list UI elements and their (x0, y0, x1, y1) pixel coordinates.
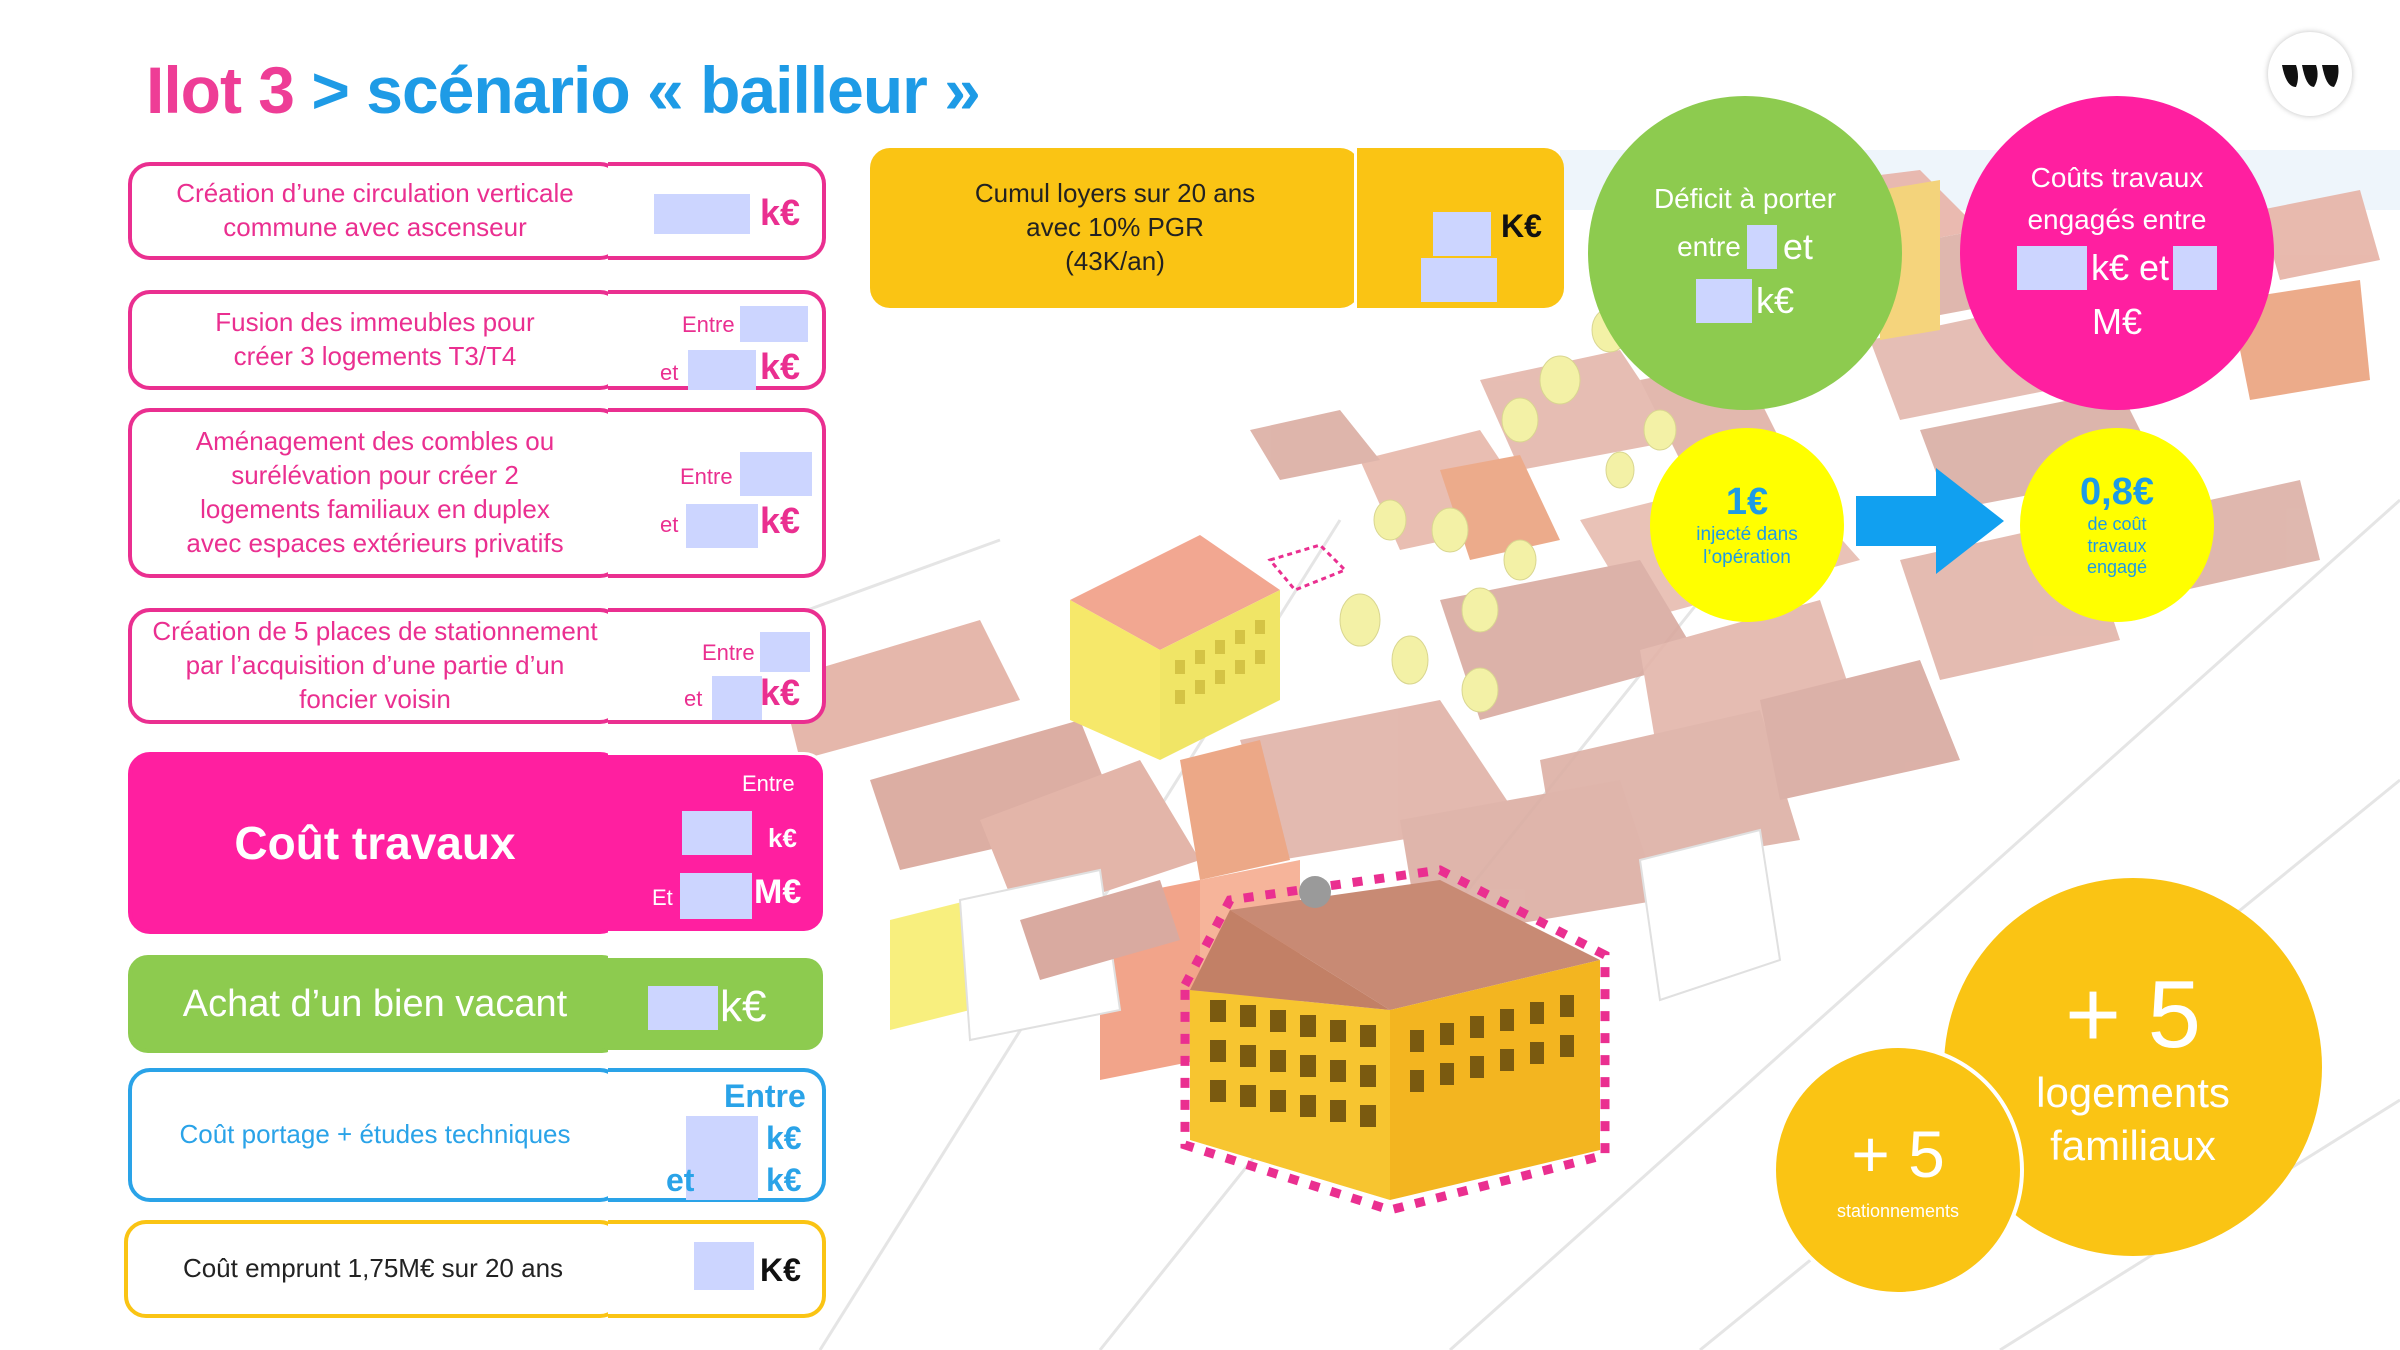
value-placeholder (686, 504, 758, 548)
item-label: Création d’une circulation verticale com… (176, 178, 574, 242)
value-placeholder (1421, 258, 1497, 302)
between-label: Entre (680, 464, 733, 489)
portage-cost: Entre k€ et k€ (608, 1068, 826, 1202)
couts-line1: Coûts travaux (2030, 162, 2204, 193)
deficit-circle: Déficit à porter entre et k€ (1588, 96, 1902, 410)
unit-label: K€ (760, 1252, 801, 1288)
and-label: Et (652, 885, 673, 910)
ratio-right-value: 0,8€ (2080, 471, 2154, 514)
loyers-line2: avec 10% PGR (1026, 212, 1204, 243)
unit-label: k€ (720, 982, 767, 1031)
portage-label: Coût portage + études techniques (179, 1119, 571, 1150)
title-part2: > scénario « bailleur » (294, 53, 981, 127)
cout-travaux-box: Coût travaux (128, 752, 622, 934)
title-part1: Ilot 3 (146, 53, 295, 127)
between-label: Entre (702, 640, 755, 665)
item-stationnement-cost: Entre et k€ (608, 608, 826, 724)
deficit-between: entre (1677, 231, 1741, 262)
couts-unit1: k€ et (2090, 247, 2170, 288)
couts-line2: engagés entre (2027, 204, 2207, 235)
between-label: Entre (682, 312, 735, 337)
value-placeholder (688, 350, 756, 390)
item-amenagement-combles: Aménagement des combles ou surélévation … (128, 408, 622, 578)
value-placeholder (686, 1116, 758, 1200)
value-placeholder (1695, 279, 1752, 323)
item-stationnement: Création de 5 places de stationnement pa… (128, 608, 622, 724)
logements-label: logements familiaux (2036, 1069, 2230, 1169)
value-placeholder (694, 1242, 754, 1290)
item-label: Création de 5 places de stationnement pa… (152, 616, 598, 714)
brand-logo (2268, 32, 2352, 116)
between-label: Entre (724, 1078, 806, 1114)
deficit-line1: Déficit à porter (1653, 183, 1837, 214)
ratio-right-circle: 0,8€ de coût travaux engagé (2020, 428, 2214, 622)
unit-label: k€ (766, 1120, 802, 1156)
page-title: Ilot 3 > scénario « bailleur » (146, 52, 981, 128)
loyers-line3: (43K/an) (1065, 245, 1165, 276)
value-placeholder (760, 632, 810, 672)
value-placeholder (712, 676, 762, 720)
value-placeholder (2173, 246, 2218, 290)
item-fusion-immeubles: Fusion des immeubles pour créer 3 logeme… (128, 290, 622, 390)
and-label: et (660, 512, 679, 537)
loyers-cost: K€ (1354, 148, 1564, 308)
loyers-line1: Cumul loyers sur 20 ans (974, 178, 1256, 209)
deficit-and: et (1782, 226, 1813, 267)
value-placeholder (680, 873, 752, 919)
cout-travaux-cost: Entre k€ Et M€ (608, 752, 826, 934)
achat-cost: k€ (608, 955, 826, 1053)
arrow-right-icon (1856, 468, 2004, 574)
stationnements-label: stationnements (1836, 1200, 1960, 1221)
logo-icon (2282, 65, 2339, 87)
unit-label: k€ (760, 672, 801, 713)
stationnements-value: + 5 (1851, 1117, 1945, 1192)
emprunt-cost: K€ (608, 1220, 826, 1318)
between-label: Entre (742, 771, 795, 796)
value-placeholder (1433, 212, 1491, 256)
item-label: Aménagement des combles ou surélévation … (186, 426, 564, 558)
value-placeholder (1746, 225, 1777, 269)
item-fusion-cost: Entre et k€ (608, 290, 826, 390)
cout-travaux-label: Coût travaux (234, 817, 516, 869)
item-combles-cost: Entre et k€ (608, 408, 826, 578)
achat-label: Achat d’un bien vacant (182, 982, 568, 1025)
unit-label: k€ (766, 1162, 802, 1198)
and-label: et (660, 360, 679, 385)
deficit-unit: k€ (1755, 280, 1795, 321)
item-circulation-cost: k€ (608, 162, 826, 260)
ratio-left-circle: 1€ injecté dans l’opération (1650, 428, 1844, 622)
unit-label: k€ (760, 500, 801, 541)
unit-label: k€ (768, 823, 797, 853)
ratio-right-text: de coût travaux engagé (2086, 514, 2148, 578)
unit-label: k€ (760, 346, 801, 387)
value-placeholder (740, 306, 808, 342)
couts-unit2: M€ (2091, 301, 2142, 342)
unit-label: k€ (760, 192, 801, 233)
emprunt-label: Coût emprunt 1,75M€ sur 20 ans (182, 1253, 564, 1284)
unit-label: K€ (1501, 208, 1542, 244)
value-placeholder (740, 452, 812, 496)
value-placeholder (648, 986, 718, 1030)
value-placeholder (682, 811, 752, 855)
item-label: Fusion des immeubles pour créer 3 logeme… (215, 307, 535, 371)
logements-value: + 5 (2064, 960, 2202, 1068)
portage-box: Coût portage + études techniques (128, 1068, 622, 1202)
item-circulation-verticale: Création d’une circulation verticale com… (128, 162, 622, 260)
stationnements-circle: + 5 stationnements (1772, 1044, 2024, 1296)
achat-box: Achat d’un bien vacant (128, 955, 622, 1053)
value-placeholder (2016, 246, 2087, 290)
ratio-left-text: injecté dans l’opération (1696, 523, 1798, 568)
emprunt-box: Coût emprunt 1,75M€ sur 20 ans (124, 1220, 622, 1318)
loyers-box: Cumul loyers sur 20 ans avec 10% PGR (43… (870, 148, 1360, 308)
and-label: et (666, 1162, 695, 1198)
couts-engages-circle: Coûts travaux engagés entre k€ et M€ (1960, 96, 2274, 410)
unit-label: M€ (754, 873, 802, 911)
ratio-left-value: 1€ (1725, 480, 1769, 523)
and-label: et (684, 686, 703, 711)
value-placeholder (654, 194, 750, 234)
